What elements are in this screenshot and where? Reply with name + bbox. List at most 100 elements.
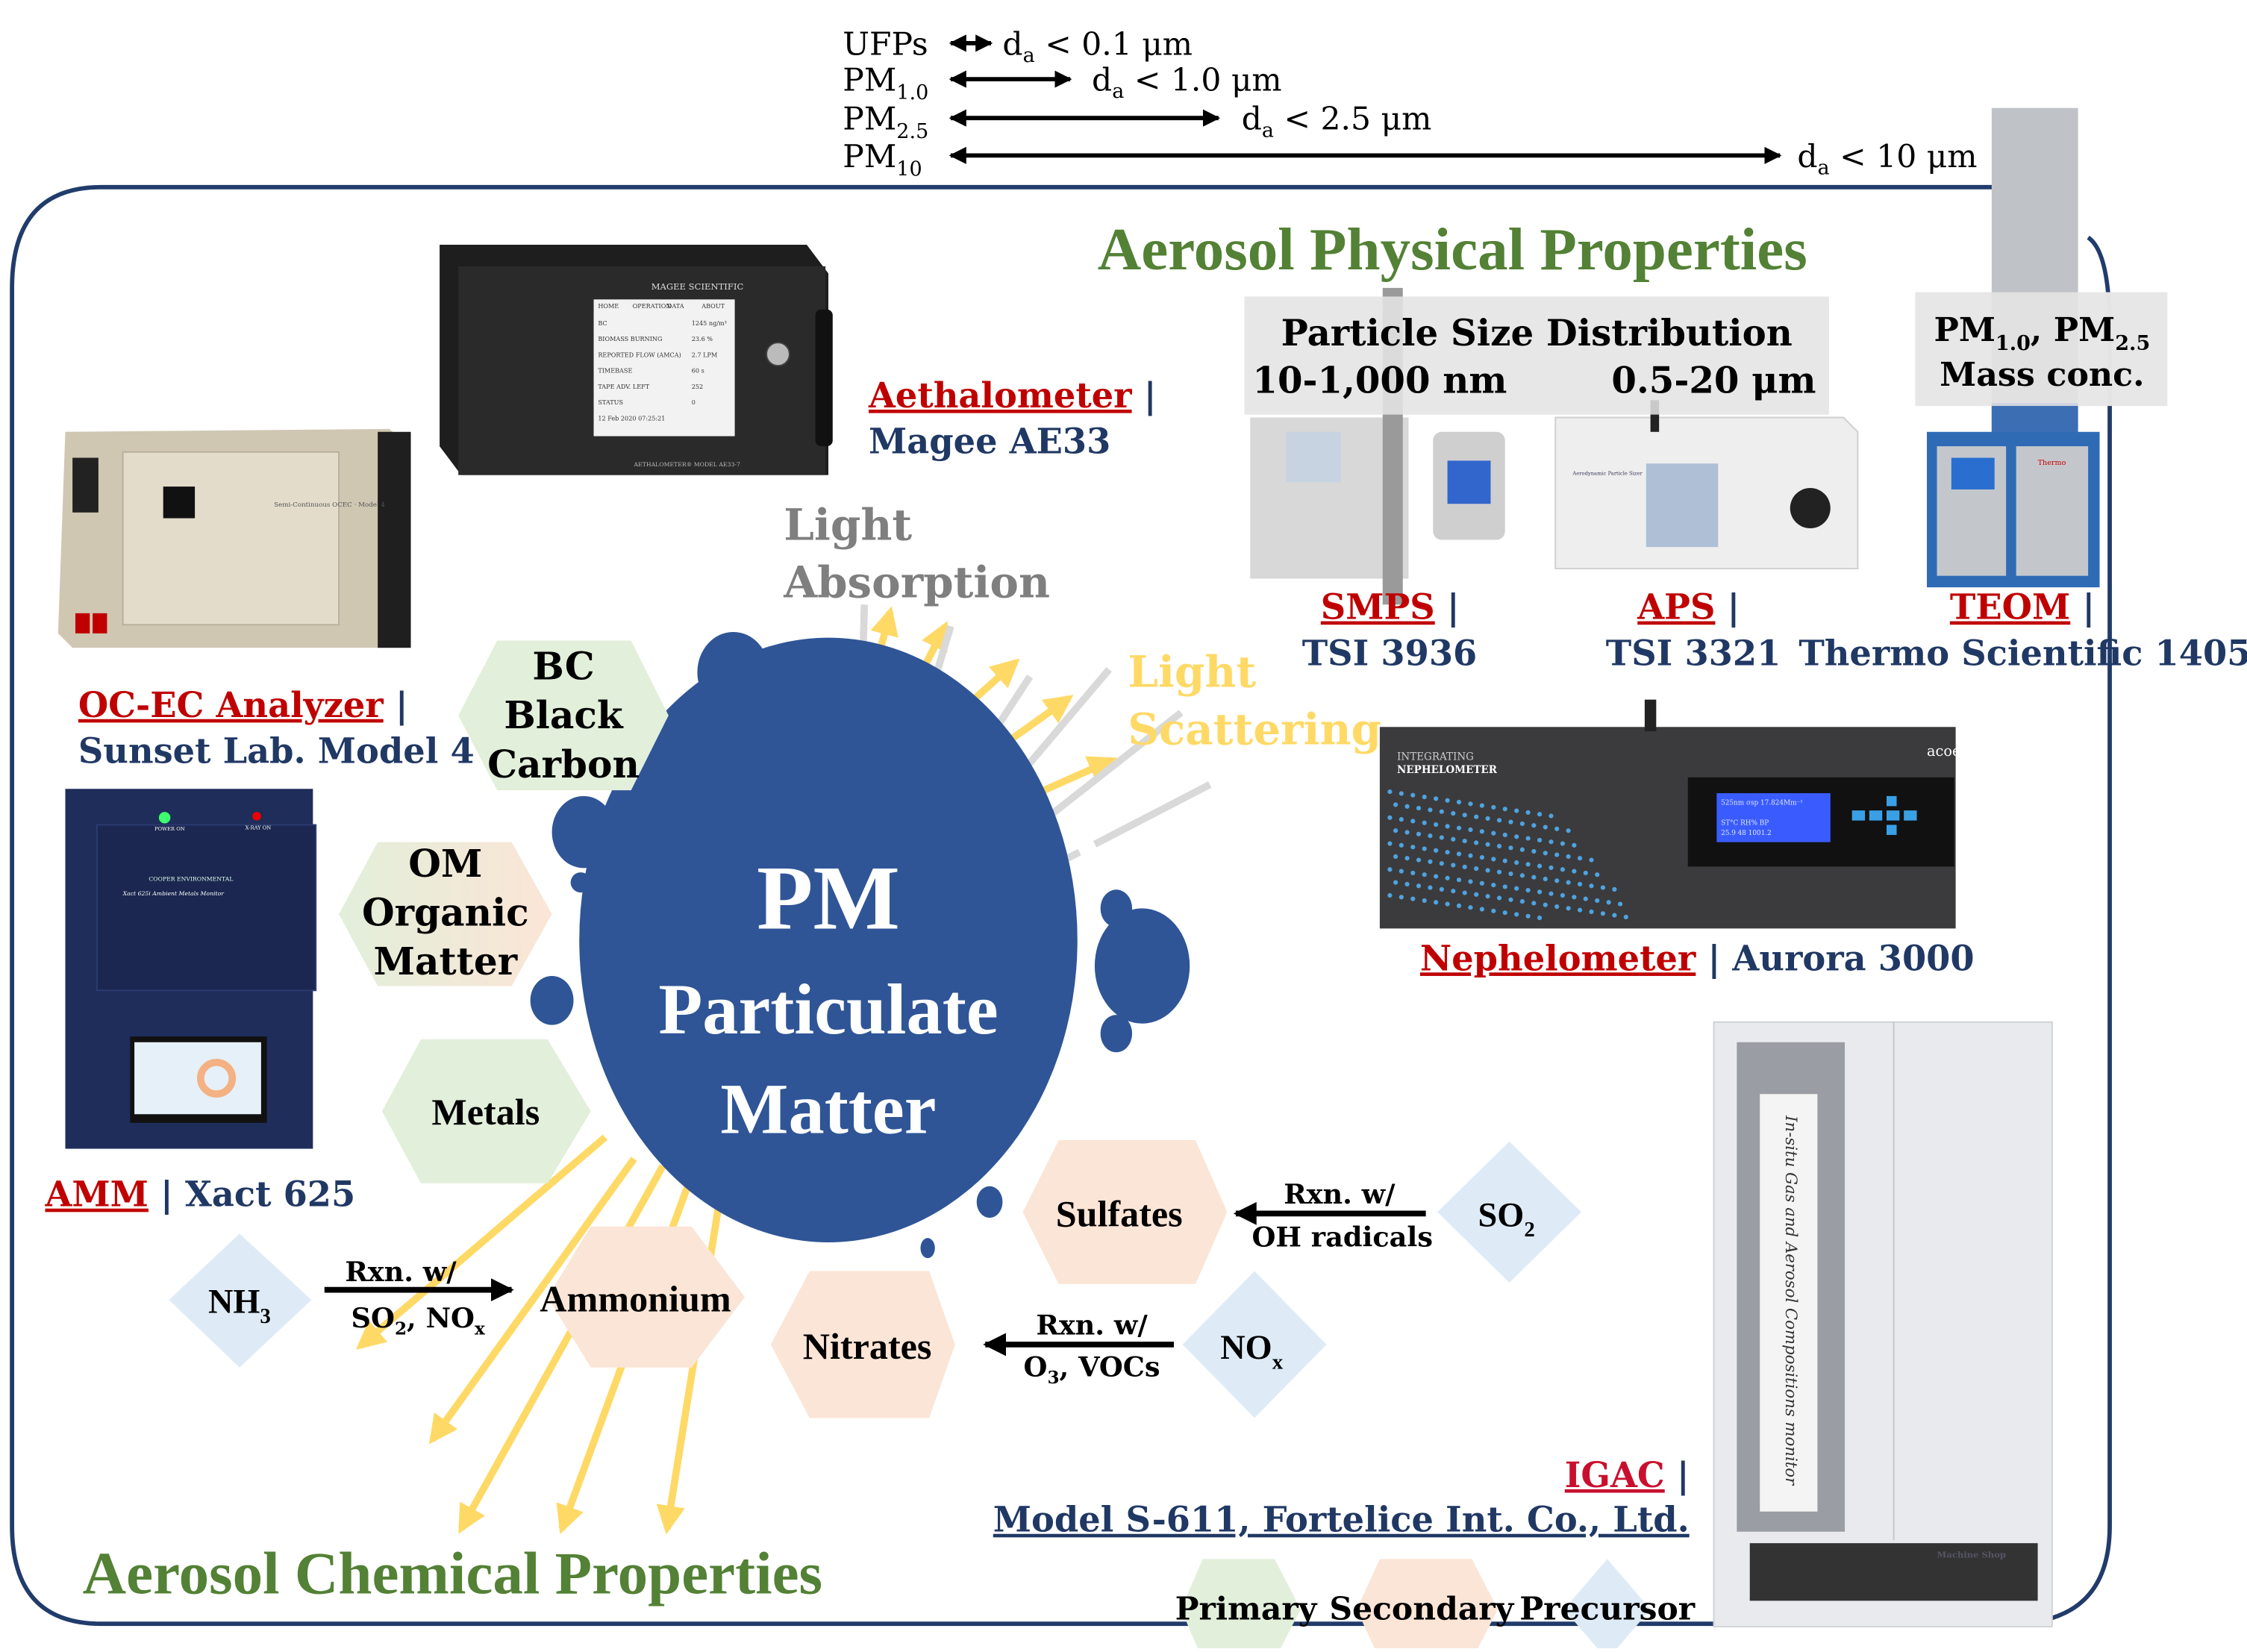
neph-dot <box>1416 883 1422 889</box>
instrument-model: Thermo Scientific 1405F <box>1798 633 2247 673</box>
neph-dot <box>1560 867 1566 872</box>
neph-dot <box>1445 824 1450 829</box>
pm-title: PM <box>757 846 900 948</box>
device-label: Aerodynamic Particle Sizer <box>1572 471 1643 477</box>
aeth-screen-row-value: 0 <box>692 398 696 406</box>
neph-dot <box>1439 886 1444 892</box>
precursor-nox: NOx <box>1182 1271 1327 1418</box>
instrument-name: Nephelometer <box>1420 938 1696 978</box>
neph-dot <box>1456 825 1462 830</box>
neph-dot <box>1514 912 1519 917</box>
caption-separator: | <box>1665 1455 1690 1495</box>
neph-dot <box>1612 913 1617 918</box>
precursor-label: NOx <box>1220 1329 1283 1374</box>
neph-dot <box>1583 896 1588 901</box>
instrument-name: OC-EC Analyzer <box>78 685 384 725</box>
reaction-so2-sulfates: Rxn. w/ OH radicals <box>1233 1178 1433 1254</box>
species-metals: Metals <box>381 1039 591 1183</box>
device-xray-led <box>252 812 261 821</box>
device-inlet <box>1644 699 1657 732</box>
neph-dot <box>1560 892 1566 898</box>
neph-dot <box>1398 842 1404 848</box>
hexagon-primary <box>381 1039 591 1183</box>
neph-dot <box>1502 858 1507 863</box>
neph-dot <box>1479 907 1484 912</box>
neph-dot <box>1519 899 1525 904</box>
caption-separator: | <box>1435 587 1460 628</box>
legend-hexagon-secondary <box>1357 1559 1498 1652</box>
neph-dot <box>1491 857 1496 862</box>
reaction-nox-nitrates: Rxn. w/ O3, VOCs <box>983 1309 1175 1388</box>
neph-dot <box>1508 845 1513 851</box>
neph-dot <box>1398 791 1404 796</box>
reaction-label-top: Rxn. w/ <box>1036 1309 1148 1341</box>
neph-dot <box>1387 892 1393 898</box>
neph-dot <box>1474 814 1479 819</box>
neph-dot <box>1410 819 1416 824</box>
key-down <box>1887 825 1897 835</box>
device-switch <box>93 613 107 633</box>
device-power-led <box>158 812 171 824</box>
instrument-name: TEOM <box>1950 587 2070 628</box>
neph-dot <box>1404 804 1410 809</box>
neph-dot <box>1577 907 1583 913</box>
size-range: da < 0.1 μm <box>1002 26 1193 67</box>
neph-dot <box>1410 896 1416 901</box>
neph-dot <box>1548 813 1554 819</box>
legend-label: Secondary <box>1329 1590 1514 1627</box>
size-label: PM10 <box>843 139 922 181</box>
legend-hexagon-primary <box>1181 1559 1301 1652</box>
neph-dot <box>1548 865 1554 871</box>
instrument-model: Sunset Lab. Model 4 <box>78 731 475 772</box>
instrument-model: TSI 3936 <box>1302 633 1478 673</box>
neph-dot <box>1474 892 1479 897</box>
neph-dot <box>1439 809 1444 814</box>
amm-photo: POWER ON X-RAY ON COOPER ENVIRONMENTAL X… <box>65 789 317 1149</box>
aeth-screen-row-label: TIMEBASE <box>598 367 632 375</box>
neph-dot <box>1560 841 1566 846</box>
neph-dot <box>1537 863 1543 869</box>
neph-dot <box>1451 889 1456 894</box>
neph-dot <box>1525 887 1531 893</box>
neph-dot <box>1462 838 1467 844</box>
device-bottom-panel <box>1749 1543 2038 1601</box>
device-screen <box>1286 431 1341 483</box>
neph-dot <box>1531 823 1537 828</box>
device-label: In-situ Gas and Aerosol Compositions mon… <box>1781 1115 1800 1486</box>
neph-dot <box>1548 891 1554 896</box>
pm-subtitle-1: Particulate <box>658 969 998 1049</box>
caption-amm: AMM | Xact 625 <box>44 1174 355 1215</box>
aps-photo: Aerodynamic Particle Sizer <box>1554 400 1859 570</box>
neph-dot <box>1595 872 1600 877</box>
neph-dot <box>1393 880 1398 885</box>
device-donut-chart <box>197 1058 237 1098</box>
size-row-pm1: PM1.0 da < 1.0 μm <box>843 63 1281 105</box>
neph-dot <box>1543 825 1548 830</box>
neph-dot <box>1589 909 1594 915</box>
device-screen <box>1646 463 1719 548</box>
aeth-screen-tab: ABOUT <box>701 302 725 310</box>
aeth-screen-row-value: 252 <box>692 383 703 390</box>
neph-dot <box>1519 821 1525 827</box>
neph-dot <box>1496 843 1502 849</box>
species-sulfates: Sulfates <box>1022 1139 1228 1284</box>
neph-dot <box>1474 840 1479 845</box>
neph-dot <box>1451 836 1456 842</box>
light-absorption-label: Light Absorption <box>783 499 1050 607</box>
device-door <box>96 824 317 992</box>
legend-primary: Primary <box>1175 1559 1318 1652</box>
ocec-photo: Semi-Continuous OCEC · Model 4 <box>57 428 411 648</box>
instrument-name: SMPS <box>1321 587 1435 628</box>
psd-aps-range: 0.5-20 μm <box>1611 360 1816 402</box>
neph-dot <box>1600 885 1606 890</box>
neph-dot <box>1589 883 1594 889</box>
neph-dot <box>1479 829 1484 834</box>
instrument-name: APS <box>1637 587 1715 628</box>
instrument-model: Xact 625 <box>185 1174 355 1215</box>
svg-text:AMM | Xact 625: AMM | Xact 625 <box>44 1174 355 1215</box>
neph-dot <box>1428 885 1433 890</box>
neph-dot <box>1514 860 1519 866</box>
neph-dot <box>1393 854 1398 859</box>
neph-dot <box>1485 894 1490 899</box>
